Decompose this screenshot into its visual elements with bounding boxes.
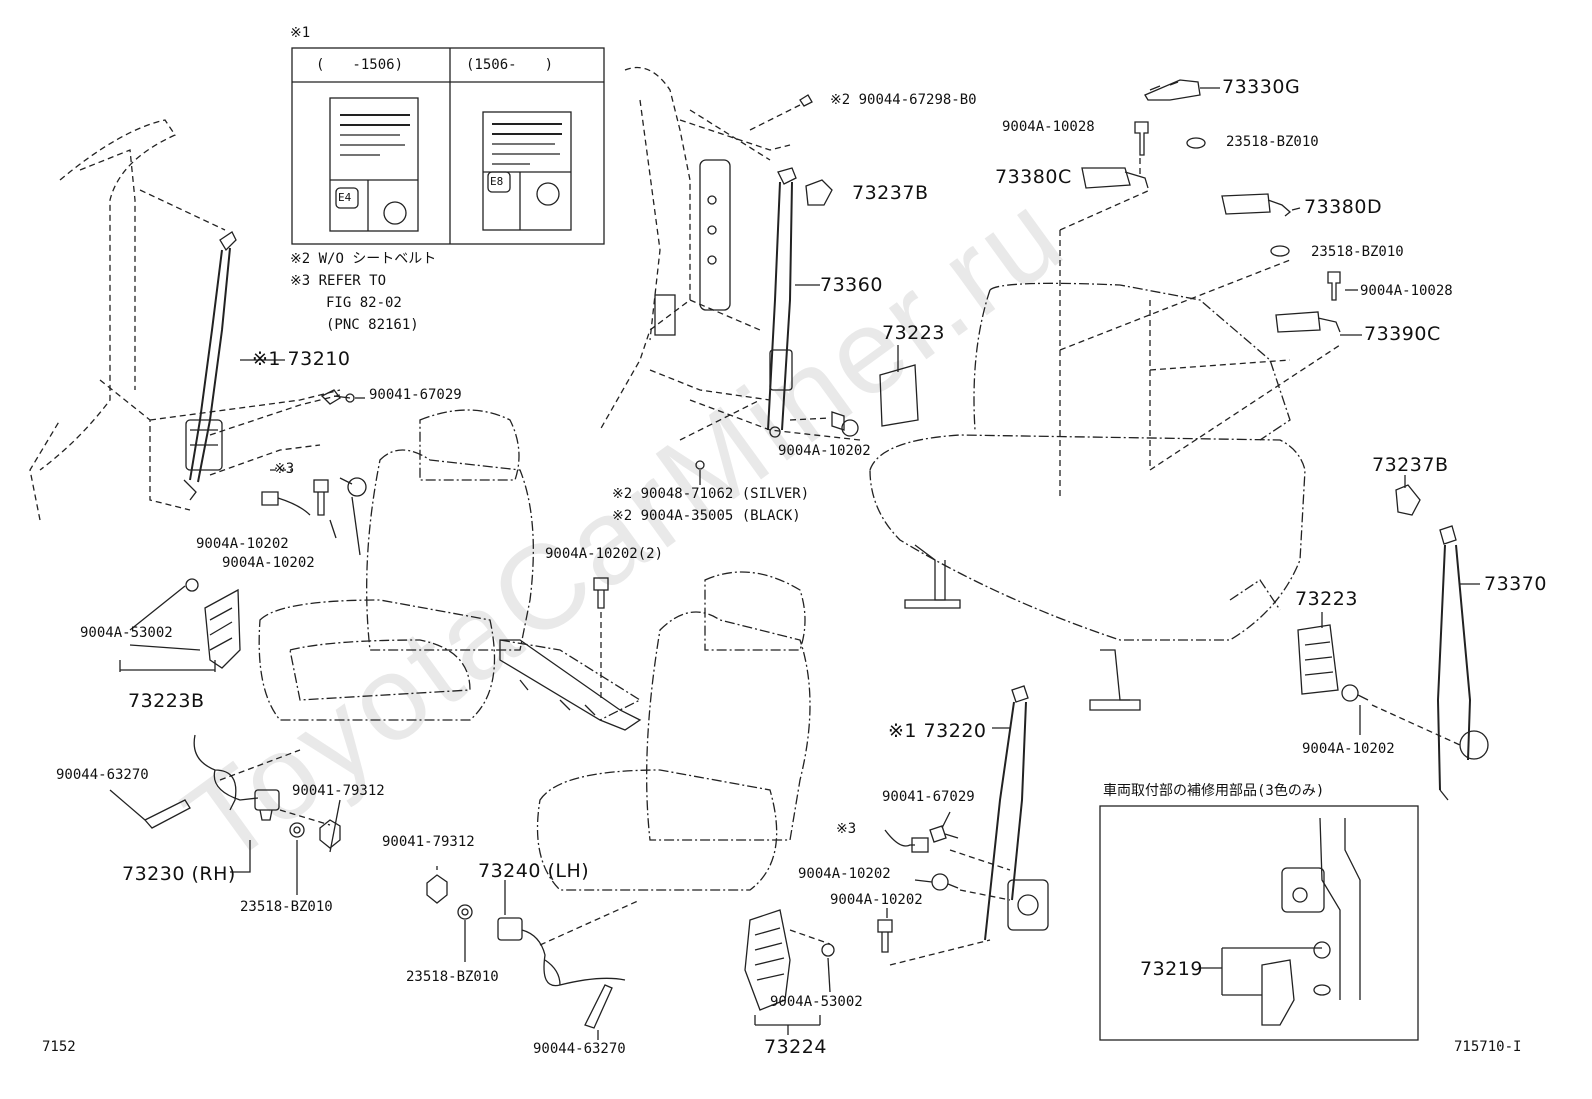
label-90044-67298-B0: ※2 90044-67298-B0 bbox=[830, 92, 977, 108]
page-number: 7152 bbox=[42, 1039, 76, 1055]
label-73219: 73219 bbox=[1140, 958, 1203, 980]
label-73330G: 73330G bbox=[1222, 76, 1301, 98]
trim-73224 bbox=[744, 909, 835, 1011]
legend-label-a: E4 bbox=[338, 191, 352, 204]
label-ref3-b: ※3 bbox=[836, 821, 857, 837]
floor-rail bbox=[499, 639, 642, 731]
front-seat-right bbox=[536, 571, 811, 891]
label-73370: 73370 bbox=[1484, 573, 1547, 595]
note-3-line1: ※3 REFER TO bbox=[290, 273, 387, 289]
bolt-90041-67029-a bbox=[320, 389, 355, 405]
bolt-9004A-10202-2 bbox=[593, 577, 609, 609]
bolt-9004A-10202-f bbox=[877, 919, 893, 953]
label-23518-BZ010-a: 23518-BZ010 bbox=[1226, 134, 1319, 150]
trim-73223B bbox=[185, 578, 241, 669]
label-90041-79312-a: 90041-79312 bbox=[292, 783, 385, 799]
label-90048-71062: ※2 90048-71062 (SILVER) bbox=[612, 486, 810, 502]
label-9004A-10202-a: 9004A-10202 bbox=[196, 536, 289, 552]
buckle-73390C bbox=[1275, 311, 1341, 333]
cover-73223-b bbox=[1297, 624, 1339, 695]
label-90044-63270-a: 90044-63270 bbox=[56, 767, 149, 783]
note-3-line2: FIG 82-02 bbox=[326, 295, 402, 311]
buckle-73230 bbox=[143, 734, 280, 829]
inset-legend-table bbox=[291, 47, 605, 245]
label-9004A-10202-e: 9004A-10202 bbox=[798, 866, 891, 882]
label-73223B: 73223B bbox=[128, 690, 205, 712]
label-73380C: 73380C bbox=[995, 166, 1072, 188]
repair-box-frame bbox=[1099, 805, 1419, 1041]
buckle-73380D bbox=[1221, 193, 1292, 217]
belt-73219 bbox=[1261, 817, 1361, 1026]
legend-label-b: E8 bbox=[490, 175, 504, 188]
bolt-9004A-10202-a bbox=[313, 479, 329, 516]
label-73237B-b: 73237B bbox=[1372, 454, 1449, 476]
belt-73210 bbox=[183, 231, 237, 501]
label-73223-b: 73223 bbox=[1295, 588, 1358, 610]
bolt-9004A-10202-d bbox=[1341, 684, 1369, 702]
note-2: ※2 W/O シートベルト bbox=[290, 251, 437, 267]
bolt-9004A-10202-b bbox=[339, 477, 367, 497]
pillar-brackets bbox=[654, 159, 731, 336]
rear-bench-legs bbox=[904, 544, 1141, 711]
label-90041-79312-b: 90041-79312 bbox=[382, 834, 475, 850]
left-pillar-structure bbox=[29, 119, 341, 521]
label-9004A-10202-f: 9004A-10202 bbox=[830, 892, 923, 908]
label-73210: ※1 73210 bbox=[252, 348, 351, 370]
belt-73360 bbox=[767, 167, 797, 438]
bolt-9004A-10202-e bbox=[931, 873, 959, 891]
front-seat-left bbox=[258, 409, 642, 721]
legend-col2-header: (1506- ) bbox=[466, 57, 554, 73]
buckle-73380C bbox=[1081, 167, 1149, 189]
label-73360: 73360 bbox=[820, 274, 883, 296]
label-9004A-10202-d: 9004A-10202 bbox=[1302, 741, 1395, 757]
rear-bench-seat bbox=[869, 282, 1306, 641]
label-90041-67029-b: 90041-67029 bbox=[882, 789, 975, 805]
label-9004A-53002-a: 9004A-53002 bbox=[80, 625, 173, 641]
bolt-9004A-10202-c bbox=[831, 411, 859, 437]
buckle-73240 bbox=[497, 917, 626, 1029]
label-23518-BZ010-b: 23518-BZ010 bbox=[1311, 244, 1404, 260]
label-73237B-a: 73237B bbox=[852, 182, 929, 204]
figure-code: 715710-I bbox=[1454, 1039, 1522, 1055]
label-23518-BZ010-c: 23518-BZ010 bbox=[240, 899, 333, 915]
label-9004A-10028-b: 9004A-10028 bbox=[1360, 283, 1453, 299]
belt-73220 bbox=[984, 685, 1049, 941]
label-73390C: 73390C bbox=[1364, 323, 1441, 345]
repair-box-title: 車両取付部の補修用部品(3色のみ) bbox=[1103, 783, 1325, 799]
label-9004A-10202-2: 9004A-10202(2) bbox=[545, 546, 664, 562]
label-9004A-10028-a: 9004A-10028 bbox=[1002, 119, 1095, 135]
legend-mark: ※1 bbox=[290, 25, 311, 41]
label-73230: 73230 (RH) bbox=[122, 863, 236, 885]
label-73220: ※1 73220 bbox=[888, 720, 987, 742]
label-9004A-10202-b: 9004A-10202 bbox=[222, 555, 315, 571]
belt-73370 bbox=[1436, 525, 1489, 801]
label-23518-BZ010-d: 23518-BZ010 bbox=[406, 969, 499, 985]
label-9004A-53002-b: 9004A-53002 bbox=[770, 994, 863, 1010]
label-90044-63270-b: 90044-63270 bbox=[533, 1041, 626, 1057]
label-9004A-10202-c: 9004A-10202 bbox=[778, 443, 871, 459]
label-73240: 73240 (LH) bbox=[478, 860, 590, 882]
bolt-90041-67029-b bbox=[929, 825, 959, 843]
label-73224: 73224 bbox=[764, 1036, 827, 1058]
label-73223-a: 73223 bbox=[882, 322, 945, 344]
bench-guide-lines bbox=[1059, 189, 1341, 500]
note-3-line3: (PNC 82161) bbox=[326, 317, 419, 333]
label-90041-67029-a: 90041-67029 bbox=[369, 387, 462, 403]
label-9004A-35005: ※2 9004A-35005 (BLACK) bbox=[612, 508, 801, 524]
legend-col1-header: ( -1506) bbox=[316, 57, 404, 73]
buckle-73330G bbox=[1144, 79, 1201, 101]
label-73380D: 73380D bbox=[1304, 196, 1383, 218]
label-ref3-a: ※3 bbox=[274, 461, 295, 477]
